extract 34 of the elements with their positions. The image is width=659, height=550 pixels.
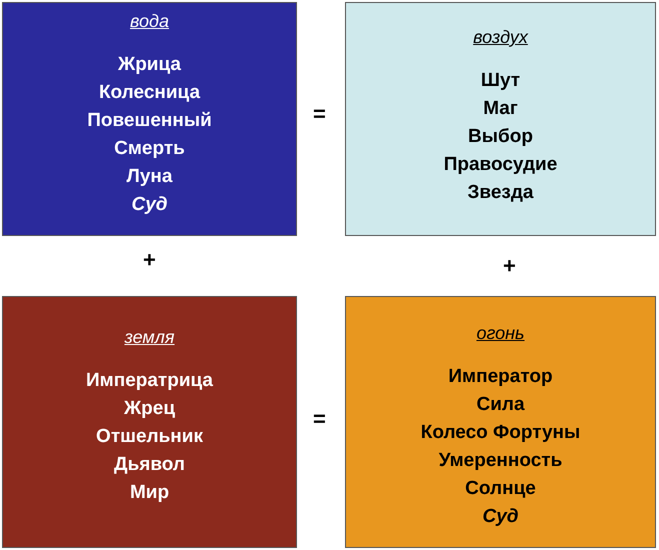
element-box xyxy=(345,2,656,236)
element-box xyxy=(345,296,656,548)
arcana-name: Выбор xyxy=(468,125,533,149)
arcana-name: Суд xyxy=(131,193,168,217)
arcana-name: Отшельник xyxy=(96,425,203,449)
arcana-name: Жрица xyxy=(118,53,181,77)
arcana-name: Правосудие xyxy=(444,153,558,177)
element-heading: воздух xyxy=(473,26,528,49)
operator-sign: = xyxy=(313,405,326,433)
arcana-name: Солнце xyxy=(465,477,536,501)
arcana-name: Звезда xyxy=(468,181,534,205)
element-box xyxy=(2,2,297,236)
arcana-name: Жрец xyxy=(124,397,176,421)
operator-sign: + xyxy=(503,252,516,280)
arcana-name: Мир xyxy=(130,481,170,505)
element-box xyxy=(2,296,297,548)
element-heading: земля xyxy=(124,326,175,349)
arcana-name: Луна xyxy=(126,165,172,189)
arcana-name: Император xyxy=(448,365,553,389)
arcana-name: Маг xyxy=(483,97,518,121)
arcana-name: Суд xyxy=(482,505,519,529)
operator-sign: + xyxy=(143,246,156,274)
arcana-name: Смерть xyxy=(114,137,185,161)
element-heading: огонь xyxy=(476,322,525,345)
arcana-name: Сила xyxy=(476,393,525,417)
arcana-name: Повешенный xyxy=(87,109,212,133)
operator-sign: = xyxy=(313,100,326,128)
element-heading: вода xyxy=(130,10,169,33)
arcana-name: Колесо Фортуны xyxy=(420,421,580,445)
arcana-name: Умеренность xyxy=(438,449,562,473)
arcana-name: Императрица xyxy=(86,369,213,393)
arcana-name: Шут xyxy=(480,69,520,93)
arcana-name: Дьявол xyxy=(114,453,185,477)
arcana-name: Колесница xyxy=(98,81,200,105)
